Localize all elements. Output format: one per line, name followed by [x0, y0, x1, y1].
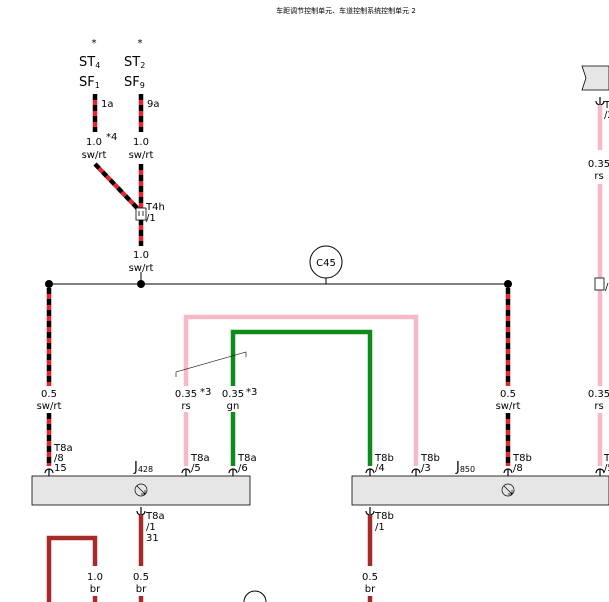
fuse-1-pin: 1a: [101, 99, 114, 110]
drop-6-size: 0.5: [500, 389, 516, 400]
pin-arc-icon: [365, 507, 375, 516]
fuse-1-sf-label: SF1: [79, 75, 100, 90]
bus-node-left: [45, 280, 53, 288]
right-edge-module-box: [581, 65, 609, 91]
bottom-3-color: br: [90, 584, 101, 595]
fuse-1-star: *: [92, 38, 97, 49]
drop-2-conn: T8a: [190, 453, 210, 464]
twisted-pair-marker: [175, 351, 247, 377]
bottom-2-pin1: /1: [375, 522, 385, 533]
drop-1-pin1: /8: [54, 453, 64, 464]
fuse-1-wire-note: *4: [106, 132, 117, 143]
drop-5-conn: T8b: [420, 453, 440, 464]
bottom-2-size: 0.5: [362, 572, 378, 583]
bottom-2-color: br: [365, 584, 376, 595]
bottom-1-pin2: 31: [146, 533, 159, 544]
drop-1-pin2: 15: [54, 463, 67, 474]
bottom-1-pin1: /1: [146, 522, 156, 533]
join-wire-color: sw/rt: [129, 263, 154, 274]
right-edge-3-t: T: [603, 453, 609, 464]
fuse-1-st-label: ST4: [79, 55, 100, 70]
brown-wire-3: [46, 535, 98, 602]
splice-label: T4h: [145, 202, 165, 213]
drop-3-conn: T8a: [237, 453, 257, 464]
bottom-1-color: br: [136, 584, 147, 595]
bottom-circle-partial: [243, 590, 267, 602]
control-unit-icon: [501, 483, 515, 497]
module-2-label: J850: [455, 460, 475, 475]
pin-arc-icon: [595, 97, 605, 106]
right-edge-1-color: rs: [594, 171, 603, 182]
right-edge-1-size: 0.35: [588, 159, 609, 170]
bottom-1-conn: T8a: [145, 511, 165, 522]
drop-1-conn: T8a: [53, 443, 73, 454]
join-wire-size: 1.0: [133, 250, 149, 261]
fuse-2-st-label: ST2: [124, 55, 145, 70]
drop-3-pin: /6: [238, 463, 248, 474]
drop-1-color: sw/rt: [37, 401, 62, 412]
bottom-3-size: 1.0: [87, 572, 103, 583]
bus-node-right: [504, 280, 512, 288]
right-splice-icon: [594, 277, 605, 291]
module-1-label: J428: [133, 460, 153, 475]
fuse-1-wire-color: sw/rt: [82, 150, 107, 161]
drop-2-color: rs: [181, 401, 190, 412]
drop-3-color: gn: [227, 401, 240, 412]
pink-wire-loop: [183, 314, 419, 466]
pin-arc-icon: [411, 468, 421, 476]
right-edge-1-t: T: [603, 100, 609, 111]
pin-arc-icon: [44, 468, 54, 476]
bus-label: C45: [316, 258, 336, 269]
drop-3-note: *3: [246, 387, 257, 398]
fuse-2-star: *: [138, 38, 143, 49]
right-edge-3-size: 0.35: [588, 389, 609, 400]
header-title: 车距调节控制单元、车道控制系统控制单元 2: [276, 6, 416, 15]
pin-arc-icon: [595, 468, 605, 476]
bus-node-middle: [137, 280, 145, 288]
drop-5-pin: /3: [421, 463, 431, 474]
pin-arc-icon: [228, 468, 238, 476]
pin-arc-icon: [503, 468, 513, 476]
splice-connector-pins: [138, 211, 144, 216]
bottom-1-size: 0.5: [133, 572, 149, 583]
module-j428-box: [31, 475, 251, 506]
fuse-2-wire-color: sw/rt: [129, 150, 154, 161]
drop-2-size: 0.35: [175, 389, 197, 400]
fuse-2-sf-label: SF9: [124, 75, 145, 90]
fuse-1-wire-size: 1.0: [86, 137, 102, 148]
pin-arc-icon: [136, 507, 146, 516]
right-edge-1-pin: /2: [604, 110, 609, 121]
drop-2-note: *3: [200, 387, 211, 398]
drop-6-conn: T8b: [512, 453, 532, 464]
fuse-2-pin: 9a: [147, 99, 160, 110]
pin-arc-icon: [365, 468, 375, 476]
bottom-2-conn: T8b: [374, 511, 394, 522]
control-unit-icon: [134, 483, 148, 497]
module-j850-box: [351, 475, 609, 506]
fuse-2-wire-size: 1.0: [133, 137, 149, 148]
diagonal-wire-black: [93, 162, 143, 214]
green-wire-loop: [230, 329, 373, 466]
drop-6-pin: /8: [513, 463, 523, 474]
splice-pin: /1: [146, 213, 156, 224]
drop-4-conn: T8b: [374, 453, 394, 464]
right-edge-3-pin: /5: [604, 463, 609, 474]
drop-2-pin: /5: [191, 463, 201, 474]
right-edge-2-pin: /2: [605, 282, 609, 293]
drop-6-color: sw/rt: [496, 401, 521, 412]
splice-connector-icon: [135, 207, 147, 221]
brown-wire-ends: [92, 596, 373, 602]
right-edge-3-color: rs: [594, 401, 603, 412]
pin-arc-icon: [181, 468, 191, 476]
drop-4-pin: /4: [375, 463, 385, 474]
drop-3-size: 0.35: [222, 389, 244, 400]
drop-1-size: 0.5: [41, 389, 57, 400]
